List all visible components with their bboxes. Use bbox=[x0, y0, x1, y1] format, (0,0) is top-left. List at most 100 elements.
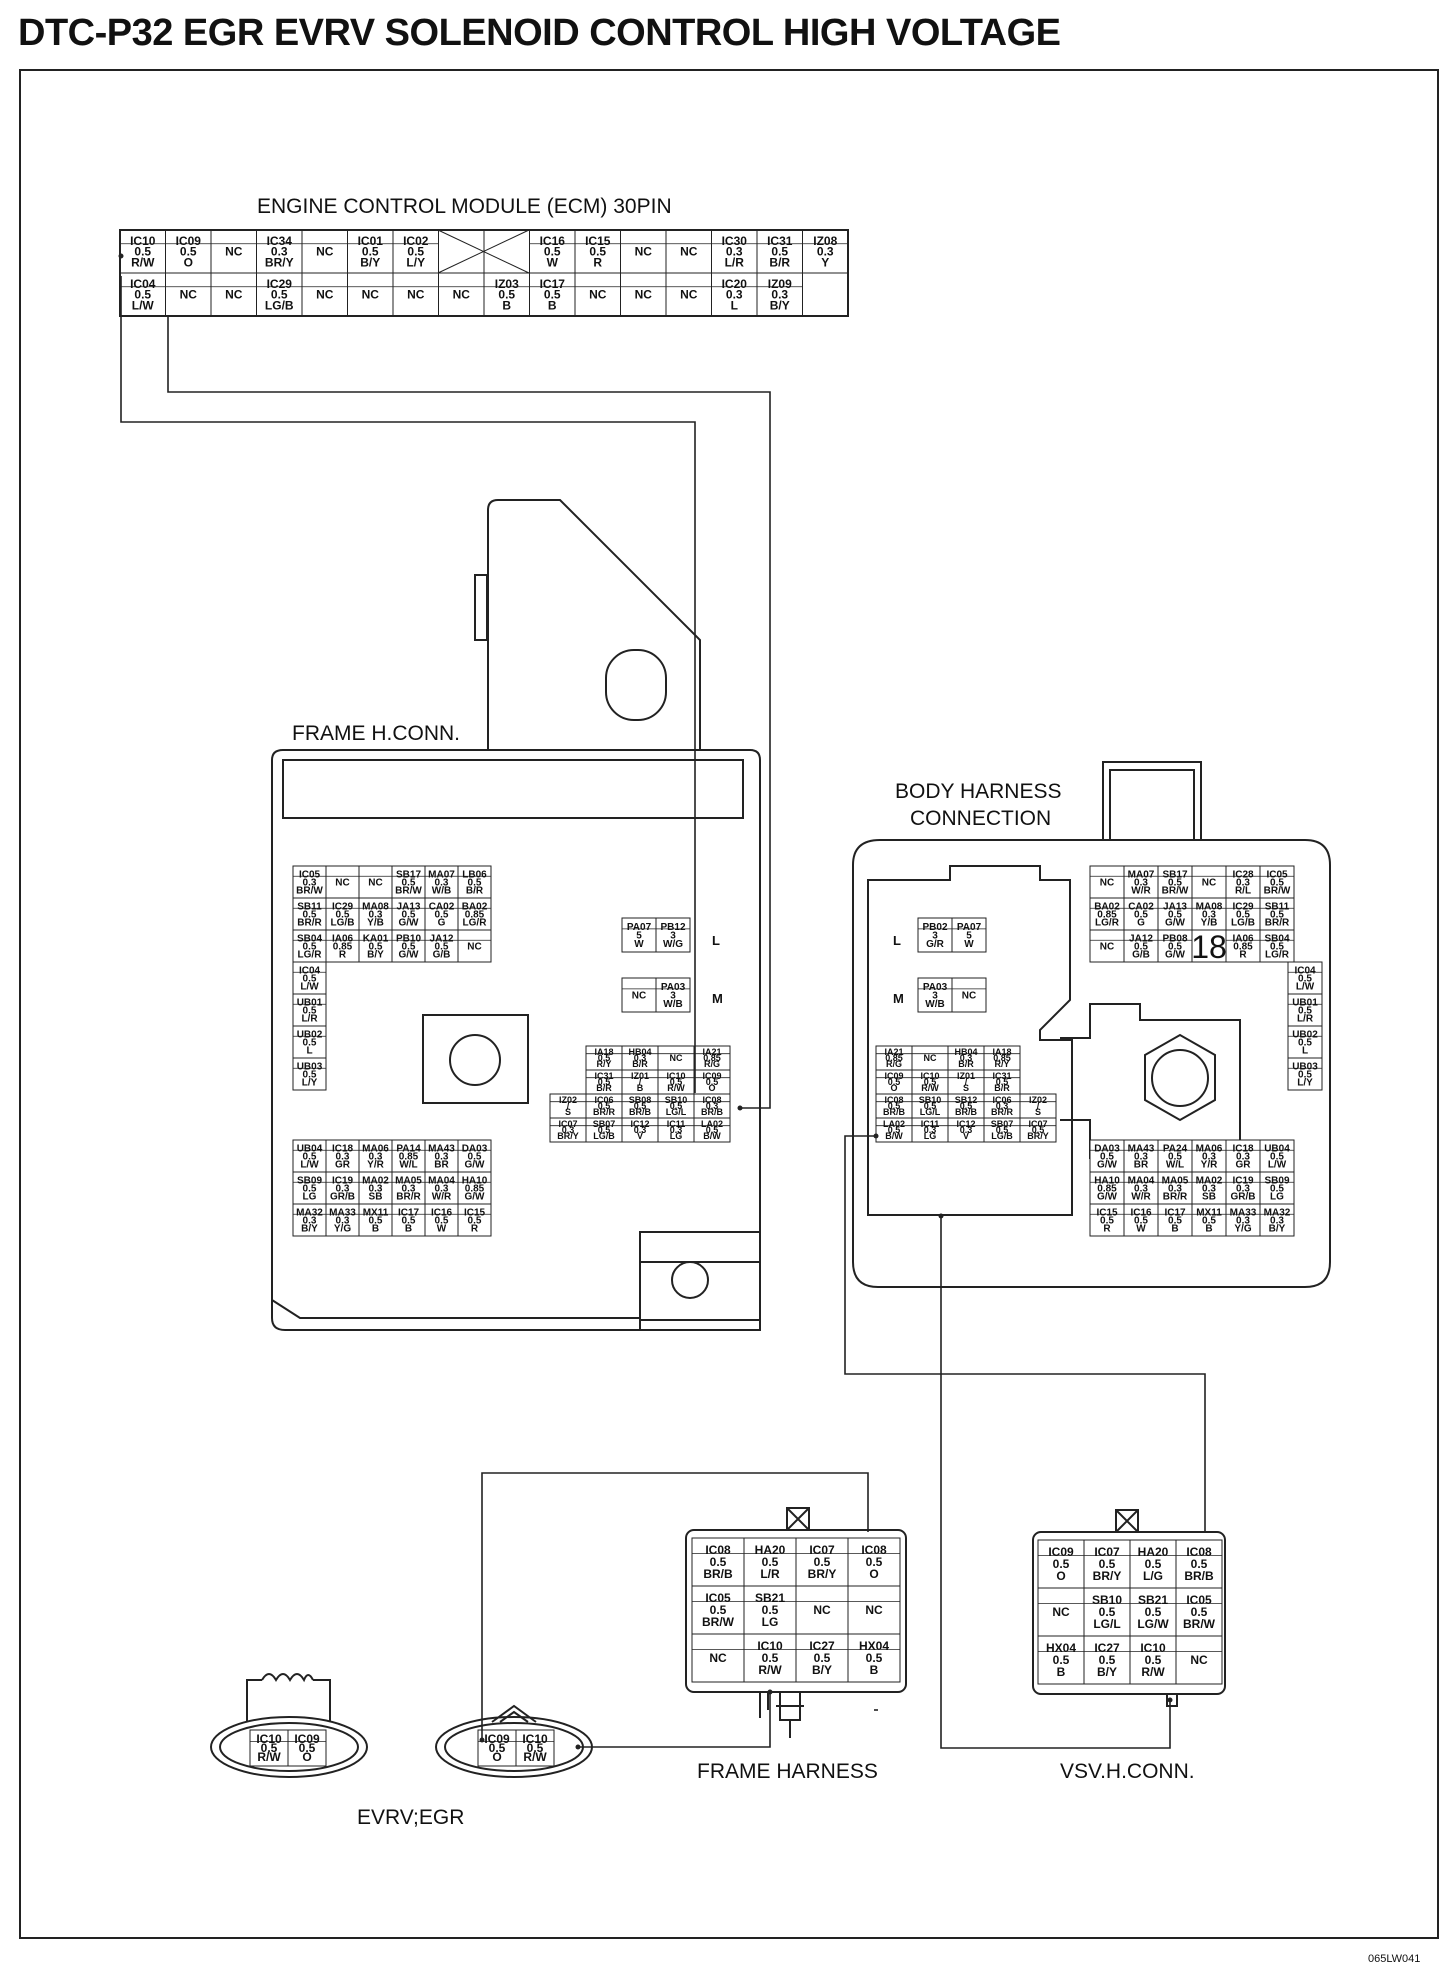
pin-cell bbox=[655, 977, 691, 1013]
pin-color: R bbox=[1103, 1224, 1111, 1235]
pin-cell bbox=[1089, 897, 1125, 931]
pin-color: O bbox=[492, 1750, 501, 1764]
pin-id: SB12 bbox=[955, 1095, 978, 1105]
pin-color: GR/B bbox=[1231, 1192, 1256, 1203]
pin-cell bbox=[424, 1171, 459, 1205]
pin-cell bbox=[165, 272, 212, 317]
pin-cell bbox=[795, 1537, 849, 1587]
pin-gauge: 0.5 bbox=[468, 1152, 482, 1163]
pin-id: IC09 bbox=[294, 1732, 320, 1746]
pin-color: B/Y bbox=[770, 298, 790, 312]
pin-id: SB07 bbox=[991, 1119, 1014, 1129]
pin-color: R/W bbox=[921, 1083, 939, 1093]
pin-gauge: 0.3 bbox=[336, 1152, 350, 1163]
pin-cell bbox=[621, 917, 657, 953]
pin-gauge: 0.3 bbox=[1202, 1184, 1216, 1195]
pin-gauge: 0.5 bbox=[1099, 1557, 1116, 1571]
pin-gauge: 0.5 bbox=[814, 1651, 831, 1665]
pin-color: B/Y bbox=[301, 1224, 318, 1235]
pin-id: IC16 bbox=[431, 1208, 453, 1219]
pin-id: NC bbox=[1202, 878, 1216, 889]
pin-cell bbox=[655, 917, 691, 953]
pin-gauge: 0.5 bbox=[866, 1555, 883, 1569]
pin-cell bbox=[1225, 1203, 1261, 1237]
pin-gauge: 0.85 bbox=[885, 1053, 903, 1063]
pin-id: PB12 bbox=[660, 922, 685, 933]
pin-color: L/G bbox=[1143, 1569, 1163, 1583]
pin-id: IC17 bbox=[540, 277, 566, 291]
pin-id: UB03 bbox=[297, 1062, 323, 1073]
pin-id: MA02 bbox=[1196, 1176, 1223, 1187]
pin-color: G/W bbox=[465, 1192, 486, 1203]
pin-gauge: 0.85 bbox=[703, 1053, 721, 1063]
pin-gauge: 0.5 bbox=[924, 1077, 937, 1087]
figure-code: 065LW041 bbox=[1368, 1953, 1421, 1965]
pin-id: IC15 bbox=[1096, 1208, 1118, 1219]
body-harness-label-2: CONNECTION bbox=[910, 807, 1051, 830]
pin-id: MA43 bbox=[428, 1144, 455, 1155]
pin-cell bbox=[756, 229, 803, 274]
pin-id: IC09 bbox=[702, 1071, 721, 1081]
pin-gauge: 0.85 bbox=[399, 1152, 419, 1163]
pin-cell bbox=[875, 1093, 913, 1119]
pin-cell bbox=[424, 929, 459, 963]
pin-gauge: 0.5 bbox=[369, 1216, 383, 1227]
pin-color: BR/W bbox=[395, 886, 422, 897]
pin-color: R/W bbox=[131, 255, 155, 269]
pin-gauge: 0.5 bbox=[1053, 1557, 1070, 1571]
pin-cell bbox=[1287, 993, 1323, 1027]
pin-id: IC02 bbox=[403, 234, 429, 248]
pin-color: L/W bbox=[1296, 982, 1315, 993]
pin-gauge: 0.3 bbox=[435, 1184, 449, 1195]
pin-gauge: 0.5 bbox=[598, 1077, 611, 1087]
pin-gauge: 0.5 bbox=[544, 245, 561, 259]
pin-gauge: 0.5 bbox=[134, 245, 151, 259]
pin-gauge: 0.5 bbox=[1298, 1038, 1312, 1049]
pin-gauge: 0.5 bbox=[1134, 910, 1148, 921]
wire-ic09 bbox=[120, 276, 696, 1093]
pin-cell bbox=[1083, 1587, 1131, 1637]
pin-id: IC27 bbox=[1094, 1641, 1120, 1655]
pin-cell bbox=[1157, 929, 1193, 963]
pin-cell bbox=[983, 1069, 1021, 1095]
pin-color: BR/W bbox=[702, 1615, 735, 1629]
pin-gauge: 0.5 bbox=[771, 245, 788, 259]
pin-cell bbox=[1287, 1057, 1323, 1091]
pin-id: IC31 bbox=[594, 1071, 613, 1081]
pin-color: W bbox=[634, 939, 644, 950]
pin-gauge: 0.5 bbox=[1099, 1653, 1116, 1667]
pin-color: B/R bbox=[769, 255, 790, 269]
pin-gauge: 0.5 bbox=[407, 245, 424, 259]
pin-id: NC bbox=[335, 878, 349, 889]
pin-id: IZ09 bbox=[768, 277, 792, 291]
pin-id: MX11 bbox=[363, 1208, 389, 1219]
pin-color: L/W bbox=[300, 982, 319, 993]
pin-color: BR/B bbox=[883, 1107, 905, 1117]
pin-cell bbox=[477, 1729, 517, 1767]
pin-color: L/Y bbox=[302, 1078, 318, 1089]
pin-cell bbox=[621, 1045, 659, 1071]
pin-cell bbox=[119, 229, 166, 274]
frame-harness-housing bbox=[685, 1507, 907, 1738]
pin-color: GR/B bbox=[330, 1192, 355, 1203]
pin-id: IC10 bbox=[1140, 1641, 1166, 1655]
pin-color: BR/Y bbox=[557, 1131, 579, 1141]
pin-id: UB04 bbox=[1264, 1144, 1290, 1155]
pin-gauge: 0.3 bbox=[303, 1216, 317, 1227]
pin-id: IC08 bbox=[705, 1543, 731, 1557]
pin-gauge: 5 bbox=[966, 931, 972, 942]
pin-color: Y/B bbox=[1201, 918, 1218, 929]
pin-color: G/W bbox=[1097, 1160, 1118, 1171]
pin-id: NC bbox=[368, 878, 382, 889]
pin-id: IC04 bbox=[130, 277, 156, 291]
wire-ic10 bbox=[167, 316, 771, 1109]
pin-color: Y/R bbox=[1201, 1160, 1218, 1171]
pin-cell bbox=[574, 272, 621, 317]
pin-gauge: / bbox=[567, 1101, 570, 1111]
pin-cell bbox=[457, 929, 492, 963]
pin-cell bbox=[1259, 929, 1295, 963]
frame-harness-label: FRAME HARNESS bbox=[697, 1760, 878, 1783]
pin-color: O bbox=[1056, 1569, 1065, 1583]
